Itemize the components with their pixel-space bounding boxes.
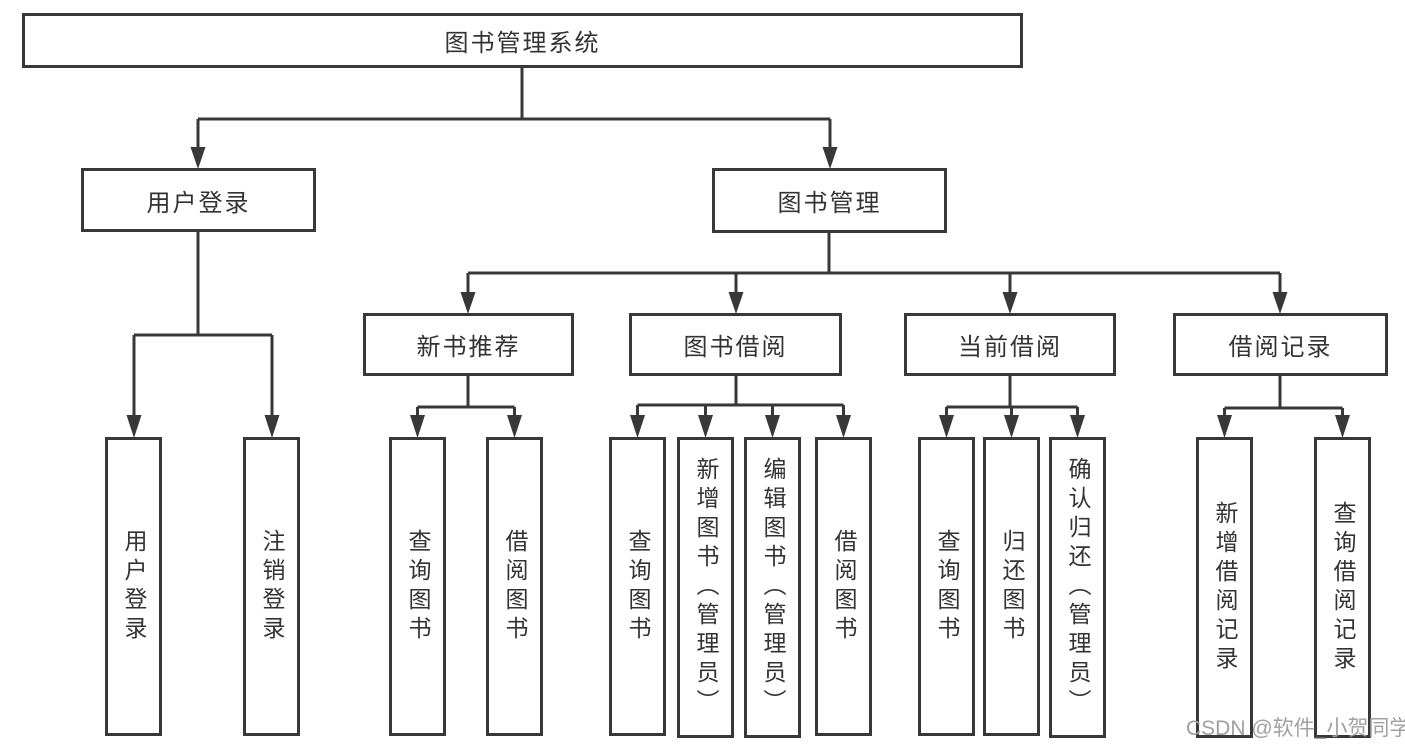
node-leaf-borrow-books-borrowing: 借阅图书 [815, 437, 872, 736]
node-branch-user-login: 用户登录 [81, 168, 316, 232]
node-leaf-add-borrow-record: 新增借阅记录 [1196, 437, 1253, 738]
node-leaf-borrow-books-recommend-label: 借阅图书 [502, 528, 528, 645]
node-branch-book-management-label: 图书管理 [777, 190, 882, 217]
node-leaf-query-borrow-record-label: 查询借阅记录 [1330, 500, 1356, 675]
node-new-book-recommend-label: 新书推荐 [416, 334, 521, 361]
node-leaf-query-books-recommend: 查询图书 [389, 437, 446, 736]
arrowhead-icons [126, 147, 1350, 438]
node-leaf-add-books-admin-label: 新增图书（管理员） [693, 457, 719, 718]
node-book-borrowing: 图书借阅 [629, 313, 842, 376]
node-leaf-edit-books-admin-label: 编辑图书（管理员） [760, 457, 786, 718]
node-borrowing-records: 借阅记录 [1173, 313, 1388, 376]
node-current-borrowing-label: 当前借阅 [958, 334, 1062, 361]
node-leaf-logout: 注销登录 [243, 437, 300, 736]
node-root-system-label: 图书管理系统 [444, 30, 601, 57]
node-leaf-query-books-current-label: 查询图书 [934, 528, 960, 645]
node-branch-book-management: 图书管理 [712, 168, 947, 233]
node-root-system: 图书管理系统 [22, 13, 1023, 68]
node-current-borrowing: 当前借阅 [904, 313, 1116, 376]
node-leaf-edit-books-admin: 编辑图书（管理员） [744, 437, 801, 738]
node-leaf-query-books-borrowing: 查询图书 [609, 437, 666, 736]
node-leaf-query-borrow-record: 查询借阅记录 [1314, 437, 1371, 738]
node-leaf-return-books: 归还图书 [983, 437, 1040, 736]
node-leaf-return-books-label: 归还图书 [999, 528, 1025, 645]
node-new-book-recommend: 新书推荐 [363, 313, 574, 376]
node-branch-user-login-label: 用户登录 [146, 189, 251, 217]
node-leaf-borrow-books-recommend: 借阅图书 [486, 437, 543, 736]
node-leaf-confirm-return-admin: 确认归还（管理员） [1049, 437, 1106, 738]
node-leaf-user-login-label: 用户登录 [121, 528, 147, 645]
node-leaf-add-books-admin: 新增图书（管理员） [677, 437, 734, 738]
node-book-borrowing-label: 图书借阅 [683, 334, 788, 361]
node-leaf-logout-label: 注销登录 [259, 528, 285, 645]
node-leaf-add-borrow-record-label: 新增借阅记录 [1212, 500, 1238, 675]
node-leaf-user-login: 用户登录 [105, 437, 162, 736]
node-leaf-query-books-recommend-label: 查询图书 [405, 528, 431, 645]
csdn-watermark: CSDN @软件_小贺同学 [1186, 717, 1405, 740]
node-leaf-borrow-books-borrowing-label: 借阅图书 [831, 528, 857, 645]
node-leaf-query-books-current: 查询图书 [918, 437, 975, 736]
node-leaf-confirm-return-admin-label: 确认归还（管理员） [1065, 457, 1091, 718]
node-leaf-query-books-borrowing-label: 查询图书 [625, 528, 651, 645]
node-borrowing-records-label: 借阅记录 [1228, 334, 1333, 361]
